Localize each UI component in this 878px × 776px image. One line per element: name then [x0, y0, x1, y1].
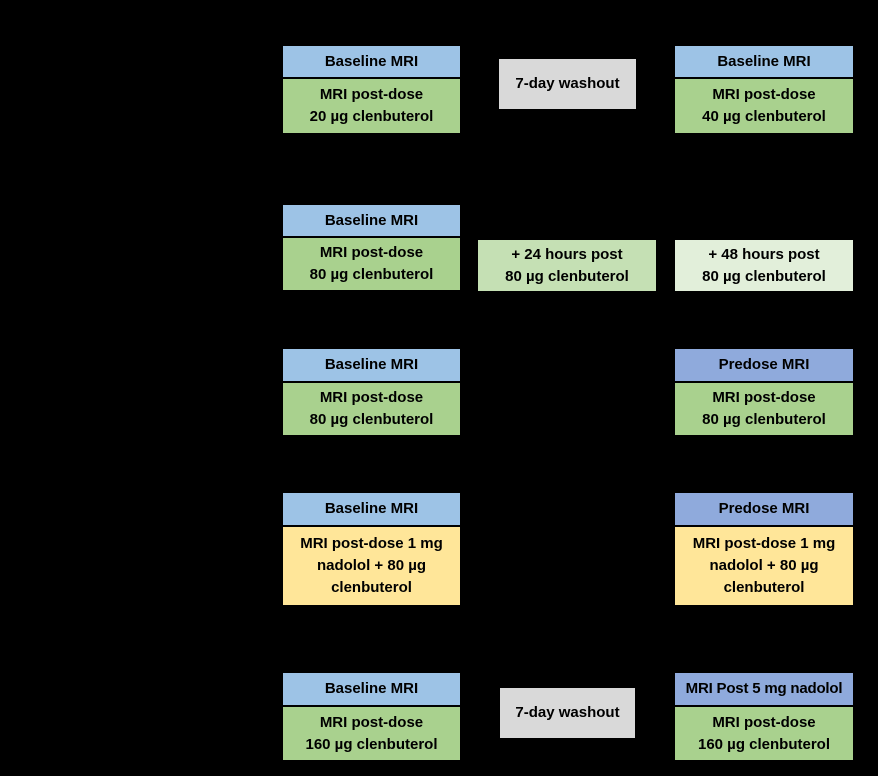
- row5-right-arm-box: MRI Post 5 mg nadolol MRI post-dose 160 …: [673, 671, 855, 762]
- row2-left-baseline-mri-header: Baseline MRI: [281, 203, 462, 238]
- row3-left-baseline-mri-header: Baseline MRI: [281, 347, 462, 383]
- row1-washout-box: 7-day washout: [497, 57, 638, 111]
- row1-right-baseline-mri-header: Baseline MRI: [673, 44, 855, 79]
- row3-left-arm-box: Baseline MRI MRI post-dose 80 µg clenbut…: [281, 347, 462, 437]
- row3-right-predose-mri-header: Predose MRI: [673, 347, 855, 383]
- row5-right-postdose-body: MRI post-dose 160 µg clenbuterol: [673, 707, 855, 762]
- row2-left-arm-box: Baseline MRI MRI post-dose 80 µg clenbut…: [281, 203, 462, 292]
- row5-left-baseline-mri-header: Baseline MRI: [281, 671, 462, 707]
- row1-right-postdose-body: MRI post-dose 40 µg clenbuterol: [673, 79, 855, 135]
- row4-left-arm-box: Baseline MRI MRI post-dose 1 mg nadolol …: [281, 491, 462, 607]
- row4-left-baseline-mri-header: Baseline MRI: [281, 491, 462, 527]
- row4-right-predose-mri-header: Predose MRI: [673, 491, 855, 527]
- row1-left-arm-box: Baseline MRI MRI post-dose 20 µg clenbut…: [281, 44, 462, 135]
- row4-right-arm-box: Predose MRI MRI post-dose 1 mg nadolol +…: [673, 491, 855, 607]
- row5-right-post-nadolol-header: MRI Post 5 mg nadolol: [673, 671, 855, 707]
- row3-right-arm-box: Predose MRI MRI post-dose 80 µg clenbute…: [673, 347, 855, 437]
- row2-left-postdose-body: MRI post-dose 80 µg clenbuterol: [281, 238, 462, 292]
- row1-left-baseline-mri-header: Baseline MRI: [281, 44, 462, 79]
- row3-right-postdose-body: MRI post-dose 80 µg clenbuterol: [673, 383, 855, 437]
- row5-left-arm-box: Baseline MRI MRI post-dose 160 µg clenbu…: [281, 671, 462, 762]
- row4-left-nadolol-body: MRI post-dose 1 mg nadolol + 80 µg clenb…: [281, 527, 462, 607]
- row2-plus24h-box: + 24 hours post 80 µg clenbuterol: [476, 238, 658, 293]
- row4-right-nadolol-body: MRI post-dose 1 mg nadolol + 80 µg clenb…: [673, 527, 855, 607]
- row2-plus48h-box: + 48 hours post 80 µg clenbuterol: [673, 238, 855, 293]
- row5-washout-box: 7-day washout: [498, 686, 637, 740]
- row3-left-postdose-body: MRI post-dose 80 µg clenbuterol: [281, 383, 462, 437]
- row1-left-postdose-body: MRI post-dose 20 µg clenbuterol: [281, 79, 462, 135]
- row1-right-arm-box: Baseline MRI MRI post-dose 40 µg clenbut…: [673, 44, 855, 135]
- row5-left-postdose-body: MRI post-dose 160 µg clenbuterol: [281, 707, 462, 762]
